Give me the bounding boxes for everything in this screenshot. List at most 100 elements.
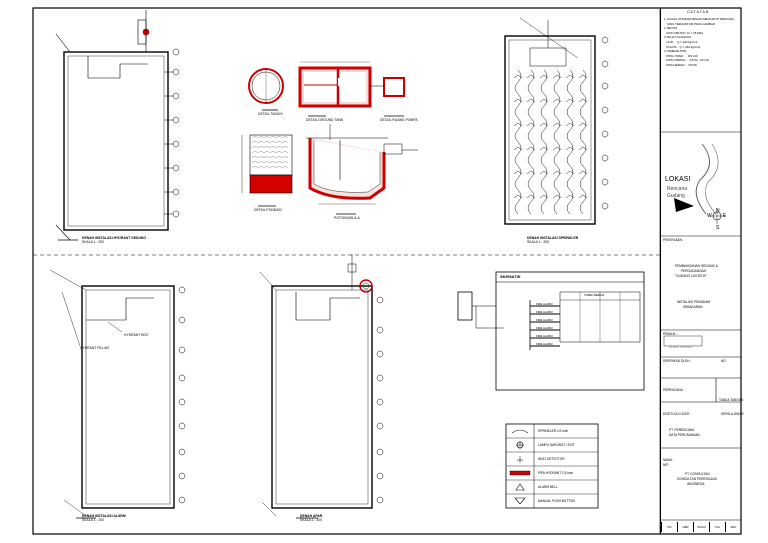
location-sub-1: Rencana	[667, 186, 688, 192]
note-line: 3. BAJA TULANGAN	[664, 35, 691, 40]
sprinkler-head	[552, 122, 562, 127]
sprinkler-head	[578, 98, 588, 103]
detail-circular-tank	[248, 68, 284, 111]
schematic-feeder: FIRE ALARM	[536, 302, 553, 306]
sprinkler-branch	[527, 69, 535, 215]
notes-header: C A T A T A N	[687, 10, 709, 14]
schematic-feeder: FIRE ALARM	[536, 310, 553, 314]
scale-sprinkler-plan: SKALA 1 : 200	[527, 240, 550, 244]
sprinkler-head	[526, 146, 536, 151]
title-hydrant-plan: DENAH INSTALASI HYDRANT GEDUNG	[82, 236, 146, 240]
sprinkler-head	[565, 170, 575, 175]
schematic-feeder: FIRE ALARM	[536, 334, 553, 338]
label-section-a-a: POTONGAN A-A	[334, 216, 360, 220]
location-sub-2: Gudang	[667, 193, 685, 199]
note-line: YANG TERCANTUM PADA GAMBAR	[664, 21, 715, 26]
designer-label: PERENCANA	[663, 388, 683, 392]
footer-cell: NO	[661, 522, 677, 532]
sprinkler-head	[552, 194, 562, 199]
sprinkler-head	[578, 122, 588, 127]
schematic-title: SKEMATIK	[500, 274, 521, 279]
label-detail-pondasi: DETAIL PONDASI	[254, 208, 282, 212]
legend-symbols	[509, 429, 531, 505]
company-line-3: INDONESIA	[687, 482, 705, 486]
label-hydrant-box: HYDRANT BOX	[124, 333, 149, 337]
note-line: 1. ACUAN STANDAR BAHAN MENGIKUTI RENCANA	[664, 17, 735, 21]
sprinkler-head	[565, 98, 575, 103]
compass-w: W	[707, 213, 712, 219]
job-label: PEKERJAAN :	[663, 238, 684, 242]
legend-label-sprinkler: SPRINKLER 1/2 inch	[538, 429, 569, 433]
sprinkler-head	[513, 122, 523, 127]
grid-markers-bottom-left	[178, 286, 186, 504]
sprinkler-head	[539, 170, 549, 175]
checked-no: NO	[721, 359, 726, 363]
note-line: PIPA CABANG : DN 50 - DN 25	[664, 58, 709, 63]
drawing-title-2: KEBAKARAN	[683, 305, 703, 309]
scale-alarm-plan: SKALA 1 : 200	[82, 518, 105, 522]
note-line: MUTU BETON f'c = 25 MPa	[664, 30, 704, 35]
sprinkler-branch	[514, 69, 522, 215]
footer-cell: SKALA	[693, 522, 709, 532]
company-line-1: PT. KONSULTAN	[685, 472, 710, 476]
note-line: PIPA HIDRAN : DN 65	[664, 62, 697, 67]
schematic-feeder: FIRE ALARM	[536, 318, 553, 322]
schematic-panel	[457, 271, 645, 391]
sprinkler-head	[539, 146, 549, 151]
sprinkler-head	[526, 74, 536, 79]
designer-signature: TANDA TANGAN	[719, 398, 744, 402]
legend-label-heat-detector: HEAT DETECTOR	[538, 457, 565, 461]
legend-box	[505, 423, 599, 509]
job-line-1: PEMBANGUNAN GEDUNG &	[675, 264, 718, 268]
label-hydrant-pillar: HYDRANT PILLAR	[80, 346, 109, 350]
job-line-3: "GUDANG LOGISTIK"	[675, 274, 707, 278]
schematic-feeder: FIRE ALARM	[536, 326, 553, 330]
legend-label-alarm-bell: ALARM BELL	[538, 485, 558, 489]
sprinkler-head	[565, 194, 575, 199]
sprinkler-head	[578, 170, 588, 175]
name-label: NAMA :	[663, 458, 674, 462]
owner-box: DINAS TERKAIT	[669, 345, 694, 349]
sprinkler-head	[526, 122, 536, 127]
owner-label: PEMILIK :	[663, 332, 678, 336]
footer-cell: GBR	[677, 522, 693, 532]
grid-markers-bottom-middle	[376, 296, 384, 504]
title-apar-plan: DENAH APAR	[300, 514, 323, 518]
sprinkler-head	[578, 194, 588, 199]
note-line: PIPA UTAMA : DN 100	[664, 53, 698, 58]
scale-hydrant-plan: SKALA 1 : 200	[82, 240, 105, 244]
sprinkler-head	[552, 170, 562, 175]
compass-e: E	[723, 213, 727, 219]
label-detail-ground-tank: DETAIL GROUND TANK	[306, 118, 344, 122]
sprinkler-head	[526, 170, 536, 175]
title-sprinkler-plan: DENAH INSTALASI SPRINKLER	[527, 236, 579, 240]
plan-sprinkler	[504, 17, 596, 225]
sprinkler-branch	[553, 69, 561, 215]
title-block: C A T A T A N 1. ACUAN STANDAR BAHAN MEN…	[660, 8, 744, 534]
sprinkler-head	[578, 146, 588, 151]
note-line: 4. DIMENSI PIPA	[664, 49, 687, 54]
sheet-border	[32, 7, 742, 535]
checked-label: DIPERIKSA OLEH :	[663, 359, 692, 363]
detail-section-a-a	[306, 124, 418, 215]
detail-pondasi	[241, 134, 293, 207]
sprinkler-head	[513, 74, 523, 79]
sprinkler-head	[513, 146, 523, 151]
legend-label-emergency-lamp: LAMPU DARURAT / EXIT	[538, 443, 575, 447]
approval-name: PT. PERENCANA	[669, 428, 695, 432]
sprinkler-head	[565, 146, 575, 151]
label-detail-pump-room: DETAIL RUANG POMPA	[380, 118, 418, 122]
label-detail-tank: DETAIL TANGKI	[258, 112, 283, 116]
job-line-2: PERGUDANGAN	[681, 269, 706, 273]
sprinkler-head	[539, 98, 549, 103]
sprinkler-branch	[566, 69, 574, 215]
legend-label-push-button: MANUAL PUSH BUTTON	[538, 499, 575, 503]
sprinkler-branch	[540, 69, 548, 215]
sprinkler-head	[552, 74, 562, 79]
plan-bottom-middle	[259, 254, 373, 519]
drawing-title-1: INSTALASI PEMADAM	[677, 300, 711, 304]
grid-markers-top-right	[601, 36, 609, 210]
footer-cell: REV	[725, 522, 741, 532]
